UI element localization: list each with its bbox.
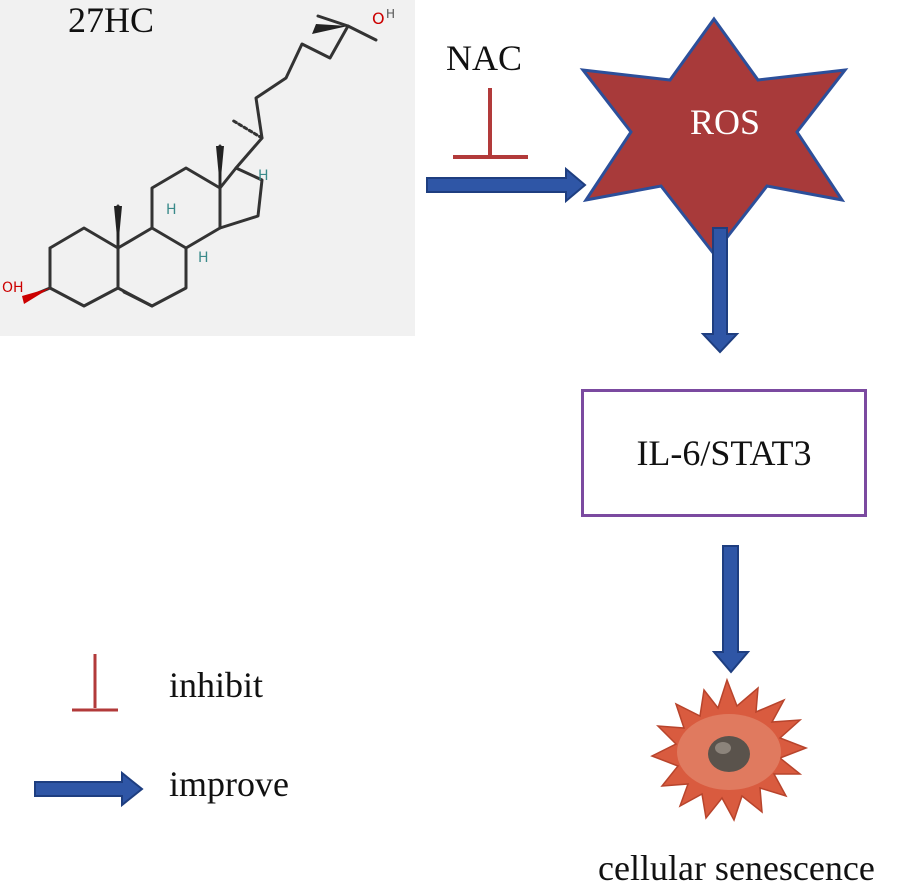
arrow-il6-to-senescence xyxy=(711,545,751,674)
legend-inhibit-icon xyxy=(72,654,118,712)
hydroxyl-h-label: H xyxy=(386,7,395,21)
ho-label: OH xyxy=(2,280,24,296)
hydroxyl-o-label: O xyxy=(372,9,385,28)
molecule-structure-panel: O H OH H H H xyxy=(0,0,415,336)
il6-stat3-box: IL-6/STAT3 xyxy=(581,389,867,517)
arrow-27hc-to-ros xyxy=(426,166,587,204)
senescent-cell-icon xyxy=(650,677,809,822)
nac-label: NAC xyxy=(446,38,523,78)
27hc-structure-drawing: O H OH H H H xyxy=(2,7,395,308)
legend-improve-label: improve xyxy=(169,764,289,804)
nucleus-icon xyxy=(708,736,750,772)
il6-stat3-label: IL-6/STAT3 xyxy=(636,433,812,473)
stereo-h-label: H xyxy=(166,202,177,218)
nac-inhibit-symbol xyxy=(453,88,528,159)
cellular-senescence-label: cellular senescence xyxy=(598,848,875,888)
ros-label: ROS xyxy=(690,102,761,142)
stereo-h-label: H xyxy=(198,250,209,266)
stereo-h-label: H xyxy=(258,168,269,184)
legend-inhibit-label: inhibit xyxy=(169,665,264,705)
molecule-label: 27HC xyxy=(68,0,155,40)
arrow-ros-to-il6 xyxy=(700,227,740,354)
legend-improve-arrow-icon xyxy=(34,770,144,808)
